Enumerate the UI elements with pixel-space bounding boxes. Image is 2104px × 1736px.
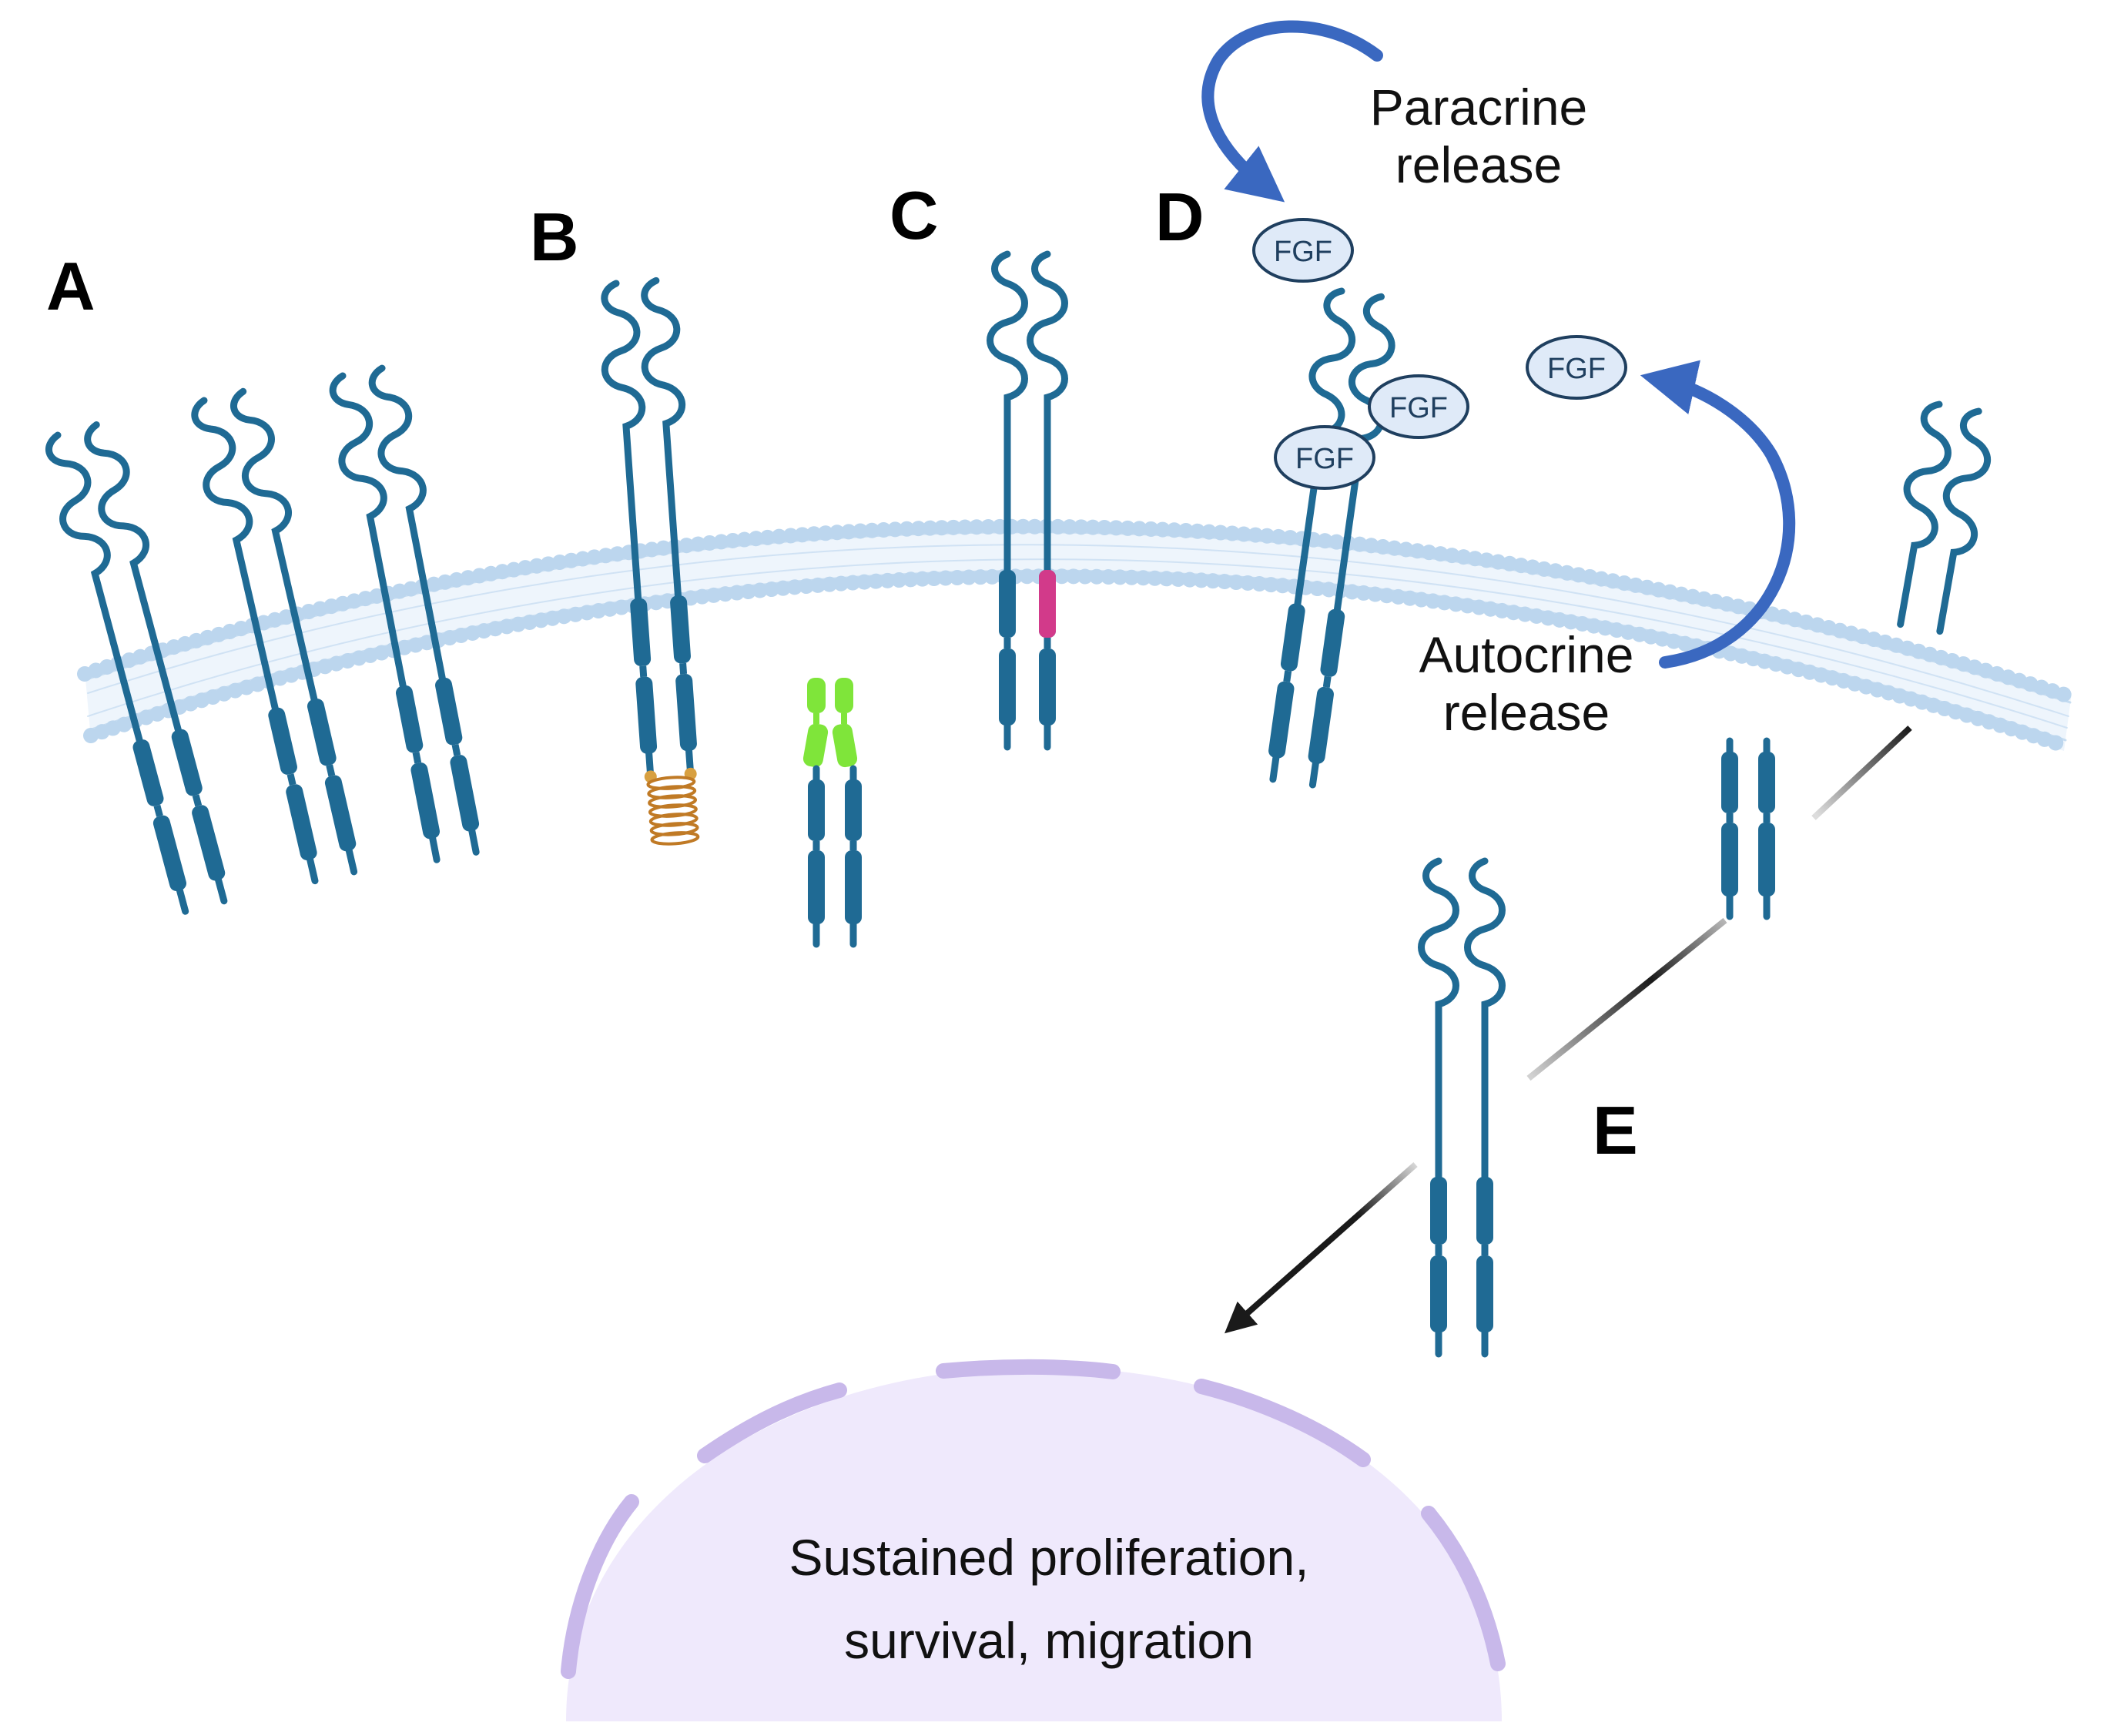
fgf-label-1: FGF <box>1274 236 1332 268</box>
signal-path-to-nucleus <box>1225 726 1912 1334</box>
panel-label-e: E <box>1593 1092 1638 1168</box>
fgf-ligand-1: FGF <box>1252 218 1354 283</box>
nucleus <box>561 1359 1506 1721</box>
internalized-receptor-dimer-e <box>1422 861 1503 1354</box>
nucleus-text-line2: survival, migration <box>844 1612 1254 1669</box>
coiled-coil-icon <box>644 767 700 846</box>
fgf-label-4: FGF <box>1547 353 1606 385</box>
fgf-ligand-3: FGF <box>1274 425 1375 490</box>
fusion-partner-icon <box>802 678 858 768</box>
fusion-protein-dimer <box>802 678 862 944</box>
activating-mutation-marker <box>1039 570 1056 638</box>
paracrine-arrow-icon <box>1201 20 1383 203</box>
autocrine-caption-line2: release <box>1443 684 1610 741</box>
panel-label-a: A <box>46 248 95 324</box>
nuclear-envelope <box>561 1359 1506 1679</box>
receptor-dimer-c-mutant <box>990 254 1065 747</box>
autocrine-arrow-icon <box>1640 360 1796 669</box>
panel-label-c: C <box>890 177 939 253</box>
fgf-label-3: FGF <box>1295 443 1354 475</box>
paracrine-caption-line1: Paracrine <box>1370 79 1587 136</box>
panel-label-b: B <box>530 199 579 275</box>
paracrine-caption-line2: release <box>1395 136 1562 193</box>
receptor-dimer-b-truncated <box>599 280 713 846</box>
receptor-ectodomain-e <box>1897 400 1991 635</box>
fgf-label-2: FGF <box>1389 392 1448 424</box>
fgf-ligand-4: FGF <box>1526 335 1627 400</box>
autocrine-caption-line1: Autocrine <box>1419 626 1634 683</box>
cell-membrane <box>77 518 2079 753</box>
signal-arrow-icon <box>1225 1162 1418 1334</box>
kinase-domain-fragment-e <box>1721 741 1775 917</box>
fgf-ligand-2: FGF <box>1368 374 1469 439</box>
panel-label-d: D <box>1155 179 1204 255</box>
nucleus-text-line1: Sustained proliferation, <box>789 1529 1308 1586</box>
